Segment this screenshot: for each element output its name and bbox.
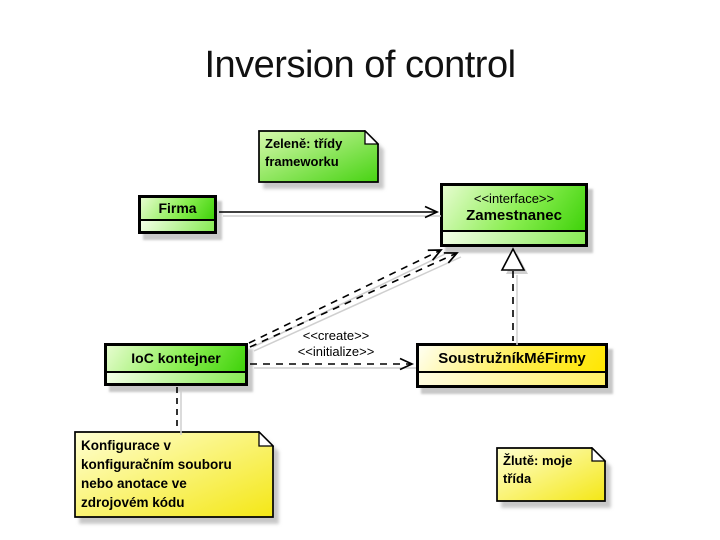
note-config: Konfigurace v konfiguračním souboru nebo… (74, 431, 274, 518)
attributes-compartment (141, 219, 214, 231)
realization-arrow-soustruznik-zamestnanec (500, 247, 526, 341)
class-soustruznik: SoustružníkMéFirmy (416, 343, 608, 388)
note-framework-legend: Zeleně: třídy frameworku (258, 130, 379, 183)
create-initialize-label: <<create>> <<initialize>> (268, 328, 404, 360)
note-line: Konfigurace v (81, 438, 172, 453)
note-shape (496, 447, 606, 502)
note-line: Žlutě: moje (503, 453, 573, 468)
slide-title: Inversion of control (204, 44, 516, 86)
class-title-compartment: SoustružníkMéFirmy (419, 346, 605, 371)
note-fold-icon (258, 431, 274, 447)
attributes-compartment (419, 371, 605, 385)
note-fold-icon (364, 130, 379, 145)
class-name-label: SoustružníkMéFirmy (438, 349, 586, 367)
create-label: <<create>> (302, 328, 370, 343)
note-shape (74, 431, 274, 518)
note-shape (258, 130, 379, 183)
note-line: konfiguračním souboru (81, 457, 232, 473)
note-line: zdrojovém kódu (81, 495, 185, 511)
attributes-compartment (443, 230, 585, 244)
edge-shadows (180, 215, 528, 435)
stereotype-label: <<interface>> (473, 190, 555, 206)
initialize-label: <<initialize>> (297, 344, 375, 359)
class-name-label: IoC kontejner (131, 350, 221, 367)
class-title-compartment: <<interface>> Zamestnanec (443, 186, 585, 230)
note-text: Zeleně: třídy frameworku (258, 130, 379, 176)
note-line: nebo anotace ve (81, 476, 187, 492)
class-title-compartment: IoC kontejner (107, 346, 245, 371)
note-myclass-legend: Žlutě: moje třída (496, 447, 606, 502)
class-ioc: IoC kontejner (104, 343, 248, 386)
class-name-label: Firma (158, 200, 197, 217)
note-text: Konfigurace v konfiguračním souboru nebo… (74, 431, 274, 518)
note-line: třída (503, 470, 532, 486)
hollow-triangle-arrowhead-icon (500, 247, 526, 271)
class-title-compartment: Firma (141, 198, 214, 219)
class-firma: Firma (138, 195, 217, 234)
note-line: Zeleně: třídy (265, 136, 343, 151)
class-zamestnanec: <<interface>> Zamestnanec (440, 183, 588, 247)
attributes-compartment (107, 371, 245, 383)
note-text: Žlutě: moje třída (496, 447, 606, 493)
class-name-label: Zamestnanec (466, 206, 562, 224)
note-fold-icon (591, 447, 606, 462)
note-line: frameworku (265, 153, 339, 169)
